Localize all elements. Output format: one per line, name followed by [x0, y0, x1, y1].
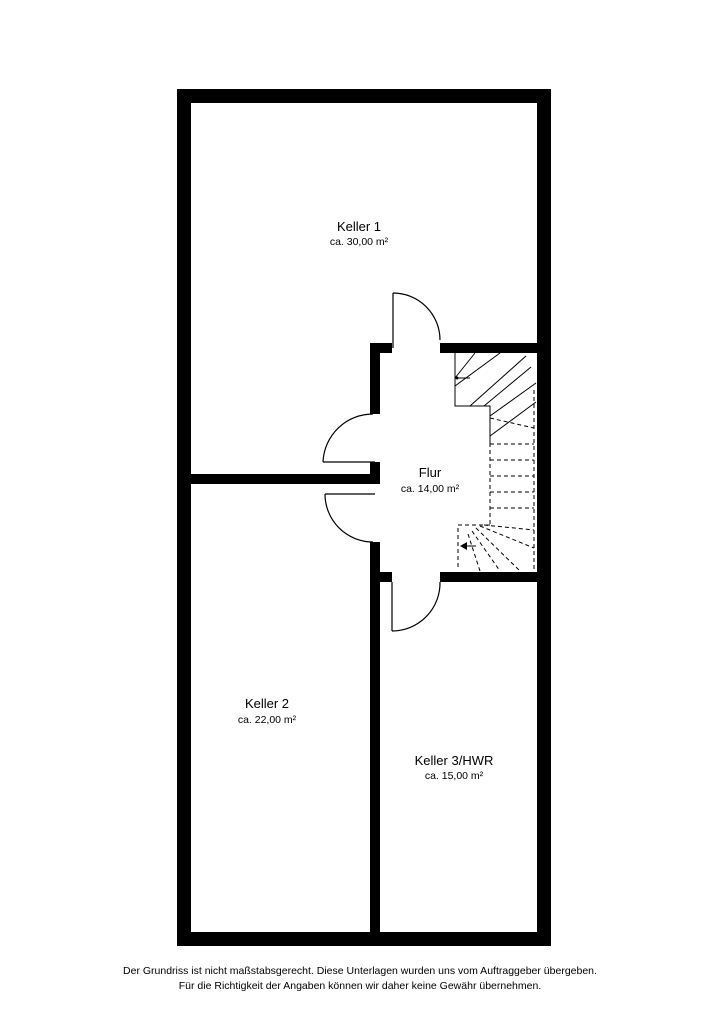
room-area-keller2: ca. 22,00 m²	[238, 714, 297, 726]
wall-keller2-keller3	[370, 582, 380, 932]
wall-flur-left-lower	[370, 462, 380, 474]
room-name-keller1: Keller 1	[337, 219, 381, 234]
room-name-flur: Flur	[419, 465, 442, 480]
door-keller2-upper	[322, 413, 375, 463]
room-area-flur: ca. 14,00 m²	[401, 483, 460, 495]
wall-keller-divider	[191, 474, 380, 484]
wall-flur-left-bottom	[370, 542, 380, 582]
door-keller3	[391, 581, 441, 632]
room-area-keller1: ca. 30,00 m²	[330, 236, 389, 248]
door-keller2-lower	[324, 493, 375, 543]
room-name-keller3: Keller 3/HWR	[415, 753, 494, 768]
disclaimer-line-2: Für die Richtigkeit der Angaben können w…	[178, 980, 542, 992]
wall-flur-left-upper	[370, 343, 380, 414]
room-labels: Keller 1 ca. 30,00 m² Flur ca. 14,00 m² …	[238, 219, 494, 782]
outer-wall-right	[537, 89, 551, 946]
walls	[177, 89, 551, 946]
outer-wall-top	[177, 89, 551, 103]
doors	[322, 292, 441, 632]
door-keller1	[392, 292, 441, 348]
staircase	[454, 352, 537, 572]
stairs-solid	[454, 352, 537, 443]
wall-flur-top-left	[370, 343, 392, 353]
disclaimer: Der Grundriss ist nicht maßstabsgerecht.…	[0, 964, 720, 994]
stairs-dashed	[457, 390, 535, 572]
disclaimer-line-1: Der Grundriss ist nicht maßstabsgerecht.…	[123, 965, 597, 977]
room-name-keller2: Keller 2	[245, 696, 289, 711]
stair-direction-arrow	[460, 542, 476, 550]
room-area-keller3: ca. 15,00 m²	[425, 770, 484, 782]
outer-wall-bottom	[177, 932, 551, 946]
wall-flur-top-right	[440, 343, 537, 353]
wall-flur-bottom-right	[440, 572, 537, 582]
outer-wall-left	[177, 89, 191, 946]
wall-flur-bottom-left	[370, 572, 392, 582]
stair-start-dot	[455, 376, 459, 380]
